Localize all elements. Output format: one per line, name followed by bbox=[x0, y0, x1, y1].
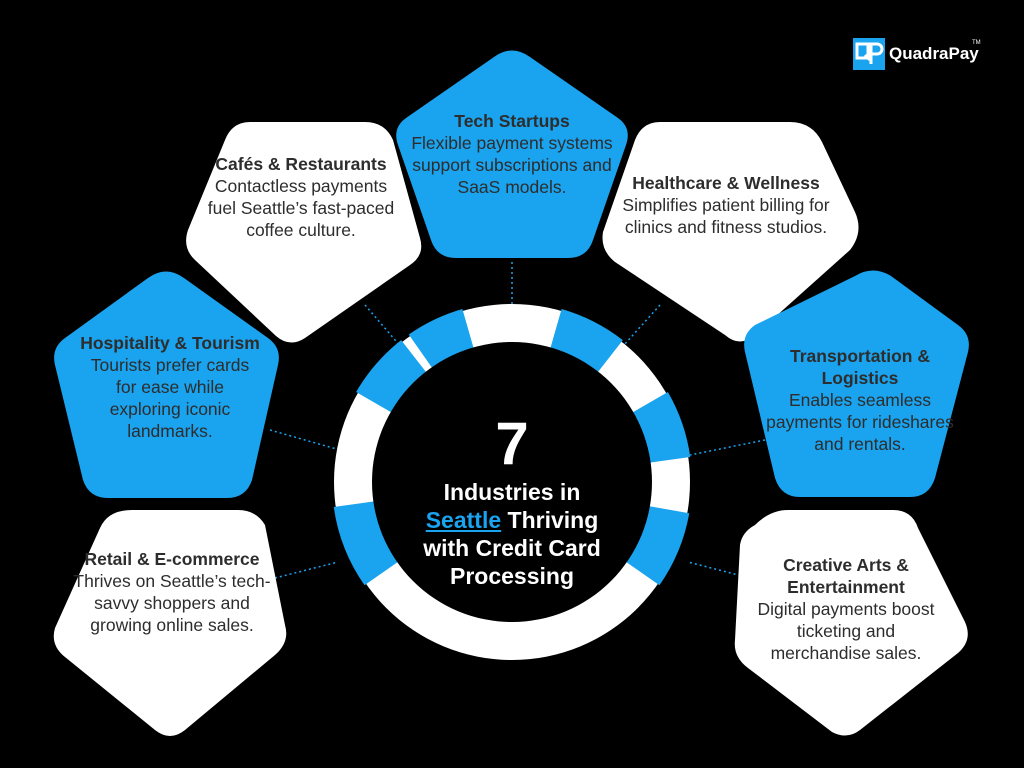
node-retail: Retail & E-commerce Thrives on Seattle’s… bbox=[72, 548, 272, 636]
node-title: Creative Arts & Entertainment bbox=[783, 555, 909, 597]
node-creative-arts: Creative Arts & Entertainment Digital pa… bbox=[748, 554, 944, 664]
connector-retail bbox=[274, 561, 339, 579]
node-title: Tech Startups bbox=[454, 111, 570, 131]
node-description: Thrives on Seattle’s tech-savvy shoppers… bbox=[73, 571, 271, 635]
logo-text: QuadraPay bbox=[889, 44, 979, 63]
connector-hospitality bbox=[269, 429, 341, 451]
ring-segment bbox=[356, 340, 427, 413]
center-title-line1: Industries in bbox=[443, 479, 581, 505]
node-hospitality: Hospitality & Tourism Tourists prefer ca… bbox=[80, 332, 260, 442]
logo-trademark: TM bbox=[972, 40, 981, 46]
seattle-link[interactable]: Seattle bbox=[425, 507, 502, 533]
node-description: Digital payments boost ticketing and mer… bbox=[757, 599, 935, 663]
node-title: Hospitality & Tourism bbox=[80, 333, 260, 353]
node-transportation: Transportation & Logistics Enables seaml… bbox=[760, 345, 960, 455]
pentagon-retail bbox=[53, 510, 287, 736]
ring-inner bbox=[372, 342, 652, 622]
node-description: Simplifies patient billing for clinics a… bbox=[622, 195, 830, 237]
center-title-line2: Seattle Thriving bbox=[388, 506, 636, 534]
pentagon-transportation bbox=[744, 270, 969, 497]
ring-segment bbox=[550, 308, 623, 373]
node-tech-startups: Tech Startups Flexible payment systems s… bbox=[410, 110, 614, 198]
connector-transport bbox=[689, 439, 766, 456]
connector-cafes bbox=[364, 304, 409, 356]
node-description: Enables seamless payments for rideshares… bbox=[766, 390, 954, 454]
node-title: Transportation & Logistics bbox=[789, 346, 930, 388]
pentagon-healthcare bbox=[602, 122, 859, 342]
center-title-line4: Processing bbox=[450, 563, 574, 589]
node-description: Tourists prefer cards for ease while exp… bbox=[90, 355, 250, 441]
logo-mark-icon bbox=[853, 38, 885, 70]
node-title: Healthcare & Wellness bbox=[632, 173, 820, 193]
center-heading: 7 Industries in Seattle Thriving with Cr… bbox=[388, 410, 636, 590]
node-description: Contactless payments fuel Seattle’s fast… bbox=[207, 176, 395, 240]
node-cafes: Cafés & Restaurants Contactless payments… bbox=[200, 153, 402, 241]
node-healthcare: Healthcare & Wellness Simplifies patient… bbox=[620, 172, 832, 238]
node-title: Retail & E-commerce bbox=[84, 549, 260, 569]
logo-glyph-icon bbox=[855, 42, 884, 64]
quadrapay-logo: QuadraPay bbox=[853, 37, 979, 71]
center-ring bbox=[333, 304, 691, 660]
center-title-line2-rest: Thriving bbox=[501, 507, 599, 533]
industry-count: 7 bbox=[495, 410, 529, 477]
ring-blue-segments bbox=[333, 308, 691, 586]
pentagon-hospitality bbox=[54, 271, 279, 498]
ring-segment bbox=[333, 501, 399, 586]
node-description: Flexible payment systems support subscri… bbox=[411, 133, 613, 197]
ring-segment bbox=[625, 506, 690, 586]
center-title-line3: with Credit Card bbox=[423, 535, 601, 561]
pentagon-tech-startups bbox=[396, 50, 628, 258]
node-title: Cafés & Restaurants bbox=[215, 154, 387, 174]
pentagon-creative-arts bbox=[734, 510, 968, 736]
pentagon-cafes bbox=[186, 122, 422, 343]
